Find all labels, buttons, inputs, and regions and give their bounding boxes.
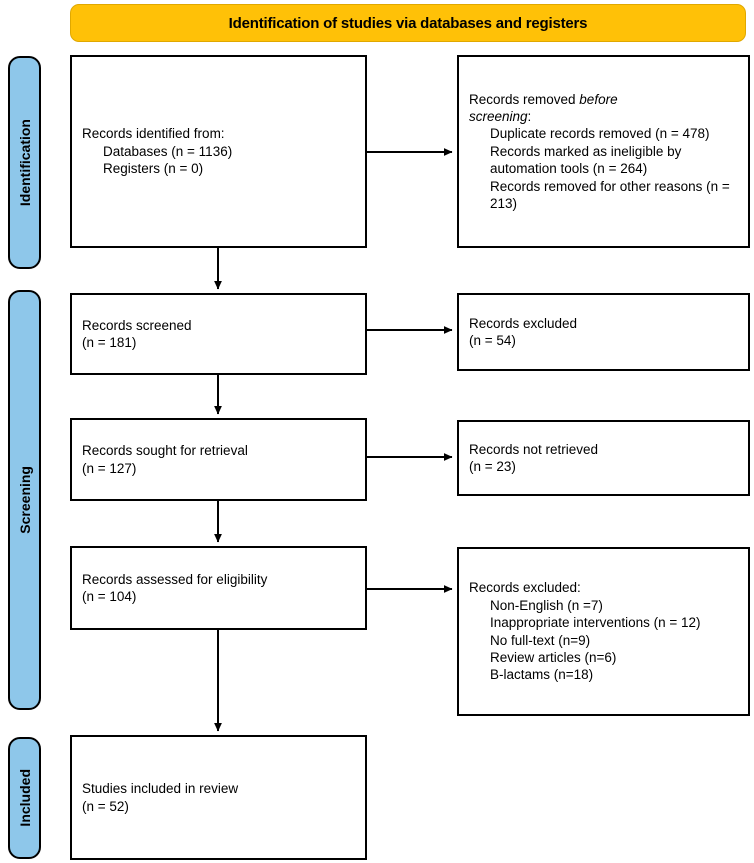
- records-removed-automation: Records marked as ineligible by automati…: [490, 143, 686, 177]
- box-records-removed-before-screening: Records removed before screening: Duplic…: [457, 55, 750, 248]
- records-identified-registers: Registers (n = 0): [103, 161, 204, 177]
- box-records-removed-text: Records removed before screening: Duplic…: [459, 91, 748, 213]
- phase-banner-label: Identification of studies via databases …: [228, 14, 588, 32]
- reason-inappropriate-interventions: Inappropriate interventions (n = 12): [490, 615, 701, 631]
- box-records-excluded-reasons: Records excluded: Non-English (n =7) Ina…: [457, 547, 750, 716]
- reason-non-english: Non-English (n =7): [490, 597, 603, 613]
- reason-review-articles: Review articles (n=6): [490, 649, 617, 665]
- box-records-identified: Records identified from: Databases (n = …: [70, 55, 367, 248]
- box-records-sought-for-retrieval: Records sought for retrieval (n = 127): [70, 418, 367, 501]
- box-records-excluded-screening-text: Records excluded (n = 54): [459, 315, 748, 350]
- box-records-not-retrieved: Records not retrieved (n = 23): [457, 420, 750, 496]
- studies-included-count: (n = 52): [82, 798, 129, 814]
- records-assessed-label: Records assessed for eligibility: [82, 571, 268, 587]
- records-screened-label: Records screened: [82, 317, 192, 333]
- stage-tab-included: Included: [8, 737, 41, 859]
- records-screened-count: (n = 181): [82, 335, 137, 350]
- box-records-assessed-for-eligibility: Records assessed for eligibility (n = 10…: [70, 546, 367, 630]
- records-excluded-screening-label: Records excluded: [469, 315, 578, 331]
- records-not-retrieved-label: Records not retrieved: [469, 441, 599, 457]
- records-removed-heading-colon: :: [527, 108, 532, 124]
- records-removed-heading-italic2: screening: [469, 108, 528, 124]
- records-assessed-count: (n = 104): [82, 589, 137, 604]
- box-records-identified-text: Records identified from: Databases (n = …: [72, 125, 365, 177]
- records-removed-heading-italic1: before: [579, 91, 618, 107]
- box-records-excluded-reasons-text: Records excluded: Non-English (n =7) Ina…: [459, 579, 748, 683]
- records-removed-heading-line2: screening:: [469, 108, 738, 125]
- box-records-sought-text: Records sought for retrieval (n = 127): [72, 442, 365, 477]
- reason-b-lactams: B-lactams (n=18): [490, 667, 594, 683]
- records-not-retrieved-count: (n = 23): [469, 459, 516, 474]
- phase-banner-identification: Identification of studies via databases …: [70, 4, 746, 42]
- records-sought-count: (n = 127): [82, 460, 137, 476]
- reason-no-full-text: No full-text (n=9): [490, 632, 591, 648]
- box-studies-included-text: Studies included in review (n = 52): [72, 780, 365, 815]
- stage-tab-screening: Screening: [8, 290, 41, 710]
- studies-included-label: Studies included in review: [82, 781, 239, 797]
- records-excluded-reasons-heading: Records excluded:: [469, 580, 581, 596]
- box-records-assessed-text: Records assessed for eligibility (n = 10…: [72, 571, 365, 606]
- records-sought-label: Records sought for retrieval: [82, 443, 248, 459]
- records-removed-other: Records removed for other reasons (n = 2…: [490, 178, 734, 212]
- records-removed-duplicate: Duplicate records removed (n = 478): [490, 126, 710, 142]
- records-removed-heading-prefix: Records removed: [469, 91, 580, 107]
- records-removed-heading: Records removed before: [469, 91, 738, 108]
- box-records-screened-text: Records screened (n = 181): [72, 317, 365, 352]
- box-studies-included-in-review: Studies included in review (n = 52): [70, 735, 367, 860]
- box-records-screened: Records screened (n = 181): [70, 293, 367, 375]
- records-excluded-screening-count: (n = 54): [469, 333, 516, 348]
- stage-tab-identification: Identification: [8, 56, 41, 269]
- records-identified-databases: Databases (n = 1136): [103, 143, 233, 159]
- box-records-not-retrieved-text: Records not retrieved (n = 23): [459, 441, 748, 476]
- box-records-excluded-screening: Records excluded (n = 54): [457, 293, 750, 371]
- records-identified-line1: Records identified from:: [82, 126, 225, 142]
